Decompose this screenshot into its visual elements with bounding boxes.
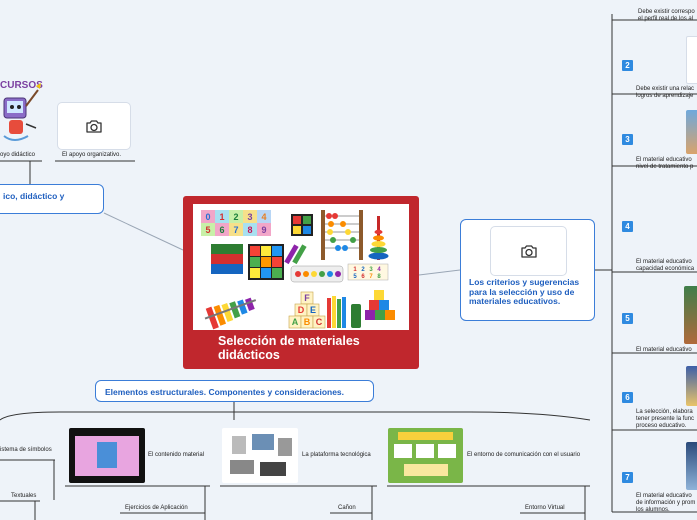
criterion-image-7 (686, 442, 697, 490)
svg-text:9: 9 (261, 225, 266, 235)
entorno-virtual-label: Entorno Virtual (525, 505, 565, 512)
central-image: 0 1 2 3 4 5 6 7 8 9 (193, 204, 409, 330)
central-topic[interactable]: 0 1 2 3 4 5 6 7 8 9 (183, 196, 419, 369)
structural-elements-topic[interactable]: Elementos estructurales. Componentes y c… (95, 380, 374, 402)
criterion-text-2: Debe existir una relac logros de aprendi… (636, 86, 697, 100)
camera-icon (520, 244, 538, 259)
svg-text:4: 4 (261, 212, 266, 222)
svg-text:D: D (298, 305, 305, 315)
ejercicios-label: Ejercicios de Aplicación (125, 505, 188, 512)
recursos-word: CURSOS (0, 80, 43, 91)
criterion-text-1: Debe existir correspo el perfil real de … (638, 9, 697, 23)
svg-text:0: 0 (205, 212, 210, 222)
criterion-text-3: El material educativo nivel de tratamien… (636, 157, 697, 171)
svg-text:5: 5 (205, 225, 210, 235)
criterion-number-2: 2 (622, 60, 633, 71)
criterion-text-7: El material educativo de información y p… (636, 493, 697, 514)
plataforma-tecnologica-image (222, 428, 298, 483)
criterion-image-2 (686, 36, 697, 84)
svg-text:3: 3 (247, 212, 252, 222)
criterion-number-7: 7 (622, 472, 633, 483)
apoyo-didactico-label: oyo didáctico (0, 152, 35, 159)
criterion-image-3 (686, 110, 697, 154)
criterion-number-6: 6 (622, 392, 633, 403)
criteria-topic-image[interactable] (490, 226, 567, 276)
criterion-image-6 (686, 366, 697, 406)
svg-text:F: F (304, 293, 310, 303)
criteria-topic[interactable]: Los criterios y sugerencias para la sele… (460, 219, 595, 321)
didactic-materials-illustration: 0 1 2 3 4 5 6 7 8 9 (193, 204, 409, 330)
apoyo-organizativo-label: El apoyo organizativo. (62, 152, 121, 159)
apoyo-organizativo-image[interactable] (57, 102, 131, 150)
criterion-number-3: 3 (622, 134, 633, 145)
structural-elements-label: Elementos estructurales. Componentes y c… (105, 387, 344, 397)
sistema-simbolos-label: istema de símbolos (0, 447, 52, 454)
camera-icon (85, 119, 103, 134)
svg-text:B: B (304, 317, 311, 327)
svg-text:6: 6 (219, 225, 224, 235)
svg-text:8: 8 (247, 225, 252, 235)
recursos-illustration: CURSOS (0, 76, 44, 152)
criterion-image-5 (684, 286, 697, 344)
criterion-text-5: El material educativo (636, 347, 697, 354)
criterion-text-6: La selección, elabora tener presente la … (636, 409, 697, 430)
canon-label: Cañon (338, 505, 356, 512)
criterion-number-4: 4 (622, 221, 633, 232)
left-topic-label: ico, didáctico y (3, 191, 64, 201)
svg-text:A: A (292, 317, 299, 327)
svg-text:E: E (310, 305, 316, 315)
svg-text:C: C (316, 317, 323, 327)
contenido-material-label: El contenido material (148, 452, 204, 459)
svg-text:1: 1 (219, 212, 224, 222)
central-title: Selección de materiales didácticos (218, 334, 408, 362)
criterion-number-5: 5 (622, 313, 633, 324)
entorno-comunicacion-label: El entorno de comunicación con el usuari… (467, 452, 580, 459)
svg-text:7: 7 (233, 225, 238, 235)
left-topic[interactable]: ico, didáctico y (0, 184, 104, 214)
svg-text:2: 2 (233, 212, 238, 222)
plataforma-tecnologica-label: La plataforma tecnológica (302, 452, 371, 459)
criterion-text-4: El material educativo capacidad económic… (636, 259, 697, 273)
textuales-label: Textuales (11, 493, 36, 500)
entorno-comunicacion-image (388, 428, 463, 483)
criteria-topic-label: Los criterios y sugerencias para la sele… (469, 278, 591, 307)
contenido-material-image (69, 428, 145, 483)
